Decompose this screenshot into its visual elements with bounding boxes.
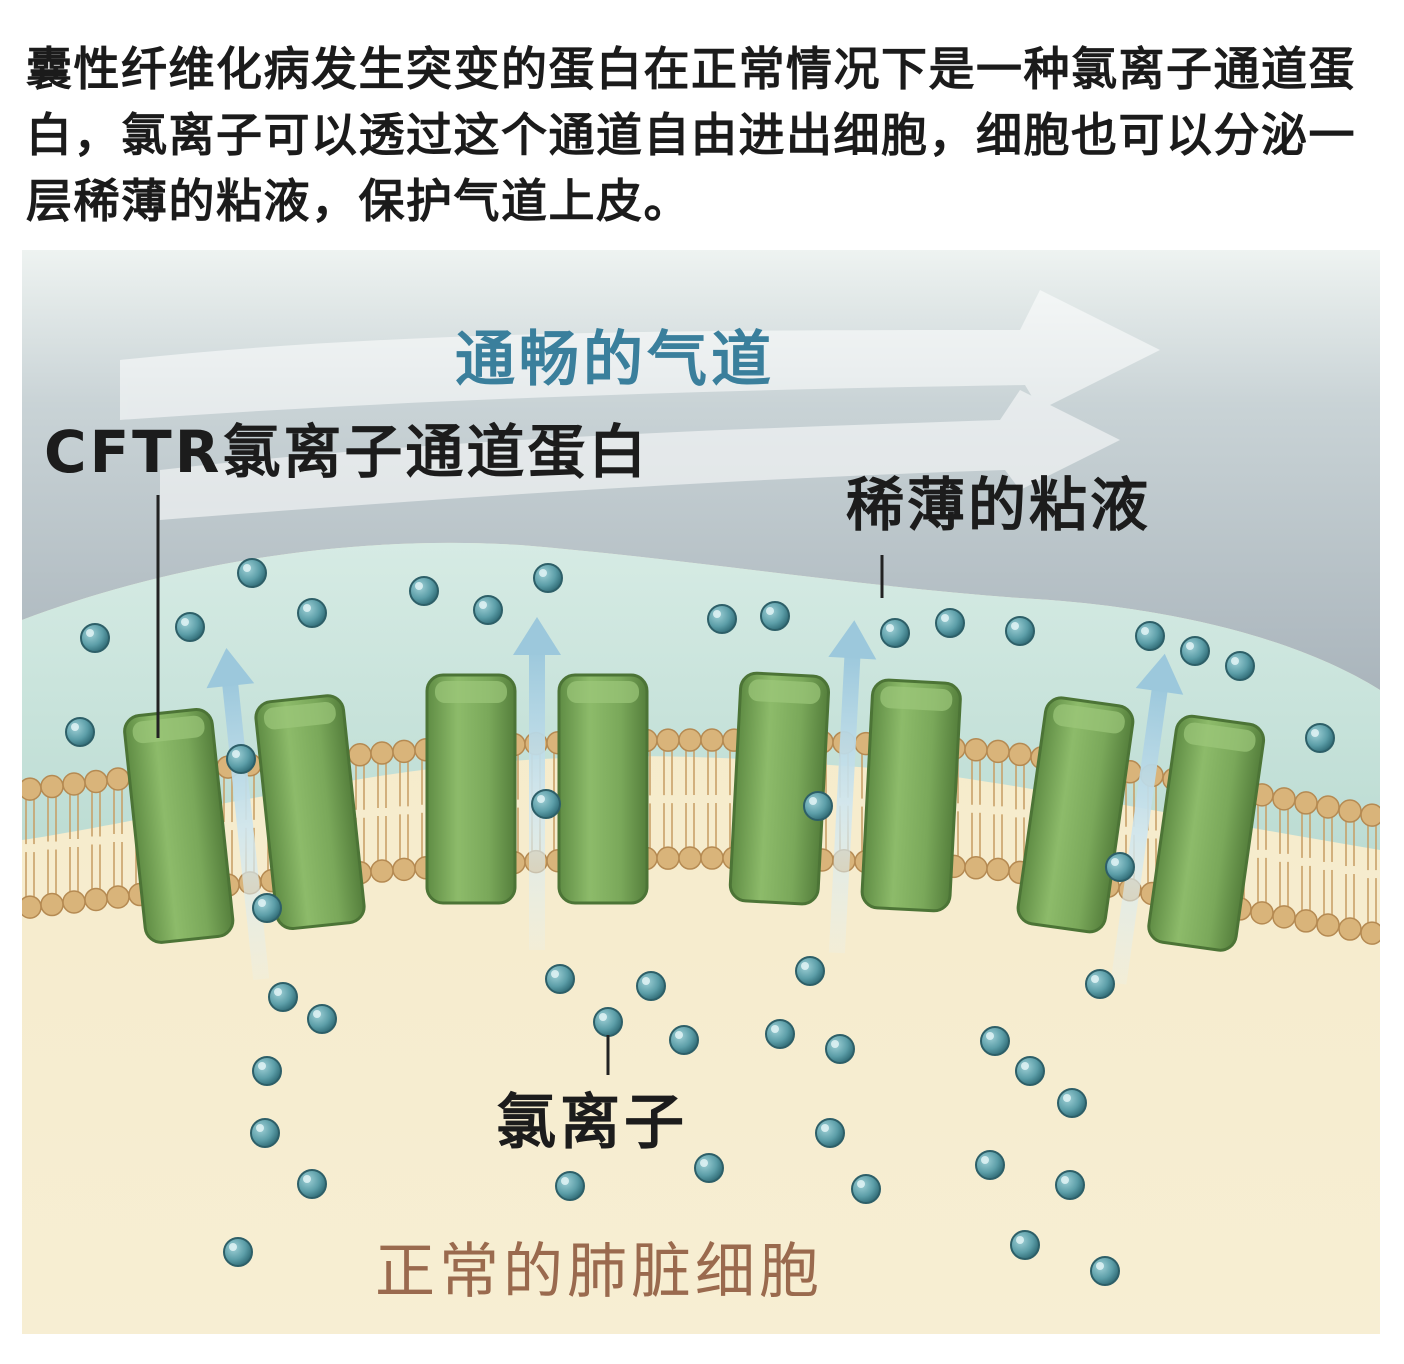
chloride-ion [636, 971, 666, 1001]
chloride-ion [545, 964, 575, 994]
cftr-channel [1016, 653, 1266, 985]
chloride-ion [307, 1004, 337, 1034]
chloride-ion [65, 717, 95, 747]
chloride-ion [297, 1169, 327, 1199]
cftr-diagram: 通畅的气道 CFTR氯离子通道蛋白 稀薄的粘液 氯离子 正常的肺脏细胞 [22, 250, 1380, 1334]
chloride-ion [825, 1034, 855, 1064]
chloride-ion [1225, 651, 1255, 681]
ion-flow-arrowhead [206, 647, 255, 689]
chloride-ion [795, 956, 825, 986]
chloride-ion [980, 1026, 1010, 1056]
ion-flow-arrowhead [828, 620, 877, 660]
cell-label: 正常的肺脏细胞 [375, 1237, 823, 1307]
cftr-label: CFTR氯离子通道蛋白 [44, 418, 649, 486]
protein-subunit [1016, 696, 1135, 934]
chloride-ion [760, 601, 790, 631]
chloride-ion [223, 1237, 253, 1267]
ion-flow-arrowhead [513, 617, 561, 655]
chloride-ion [707, 604, 737, 634]
chloride-ion [175, 612, 205, 642]
chloride-ion [252, 893, 282, 923]
chloride-ion [1135, 621, 1165, 651]
chloride-ion [237, 558, 267, 588]
chloride-ion [226, 744, 256, 774]
mucus-label: 稀薄的粘液 [846, 471, 1151, 539]
chloride-ion [268, 982, 298, 1012]
chloride-label: 氯离子 [496, 1088, 688, 1158]
chloride-ion [250, 1118, 280, 1148]
chloride-ion [1055, 1170, 1085, 1200]
airflow-arrows [120, 290, 1160, 520]
chloride-ion [473, 595, 503, 625]
chloride-ion [1085, 969, 1115, 999]
chloride-ion [975, 1150, 1005, 1180]
protein-subunit-top [1053, 704, 1125, 734]
chloride-ion [1090, 1256, 1120, 1286]
chloride-ion [1105, 852, 1135, 882]
chloride-ion [1180, 636, 1210, 666]
protein-subunit-top [132, 715, 205, 744]
protein-subunit [1147, 714, 1266, 952]
chloride-ion [1005, 616, 1035, 646]
chloride-ion [1305, 723, 1335, 753]
chloride-ion [935, 608, 965, 638]
protein-subunit-top [263, 701, 336, 730]
chloride-ion [851, 1174, 881, 1204]
airway-label: 通畅的气道 [455, 325, 775, 395]
chloride-ion [694, 1153, 724, 1183]
chloride-ion [555, 1171, 585, 1201]
chloride-ion [880, 618, 910, 648]
protein-subunit [860, 678, 962, 913]
cftr-channels [123, 617, 1266, 985]
chloride-ion [1010, 1230, 1040, 1260]
ion-flow-arrow [1110, 685, 1169, 985]
cftr-channel [728, 620, 962, 954]
protein-subunit [557, 673, 649, 905]
chloride-ion [593, 1007, 623, 1037]
protein-subunit-top [1183, 722, 1256, 752]
chloride-ion [765, 1019, 795, 1049]
protein-subunit-top [748, 679, 821, 705]
ion-flow-arrowhead [1135, 653, 1184, 695]
chloride-ion [669, 1025, 699, 1055]
chloride-ion [1015, 1056, 1045, 1086]
chloride-ions [65, 558, 1335, 1286]
chloride-ion [252, 1056, 282, 1086]
protein-subunit [728, 671, 830, 906]
protein-subunit-top [880, 686, 953, 711]
protein-subunit-top [567, 681, 639, 703]
ion-flow-arrow [828, 652, 861, 954]
protein-subunit [123, 708, 235, 944]
chloride-ion [1057, 1088, 1087, 1118]
chloride-ion [531, 789, 561, 819]
chloride-ion [803, 791, 833, 821]
chloride-ion [533, 563, 563, 593]
protein-subunit [254, 694, 366, 931]
cftr-channel [425, 617, 649, 950]
chloride-ion [409, 576, 439, 606]
chloride-ion [80, 623, 110, 653]
chloride-ion [297, 598, 327, 628]
protein-subunit [425, 673, 517, 905]
intro-paragraph: 囊性纤维化病发生突变的蛋白在正常情况下是一种氯离子通道蛋白，氯离子可以透过这个通… [26, 42, 1356, 228]
chloride-ion [815, 1118, 845, 1148]
protein-subunit-top [435, 681, 507, 703]
